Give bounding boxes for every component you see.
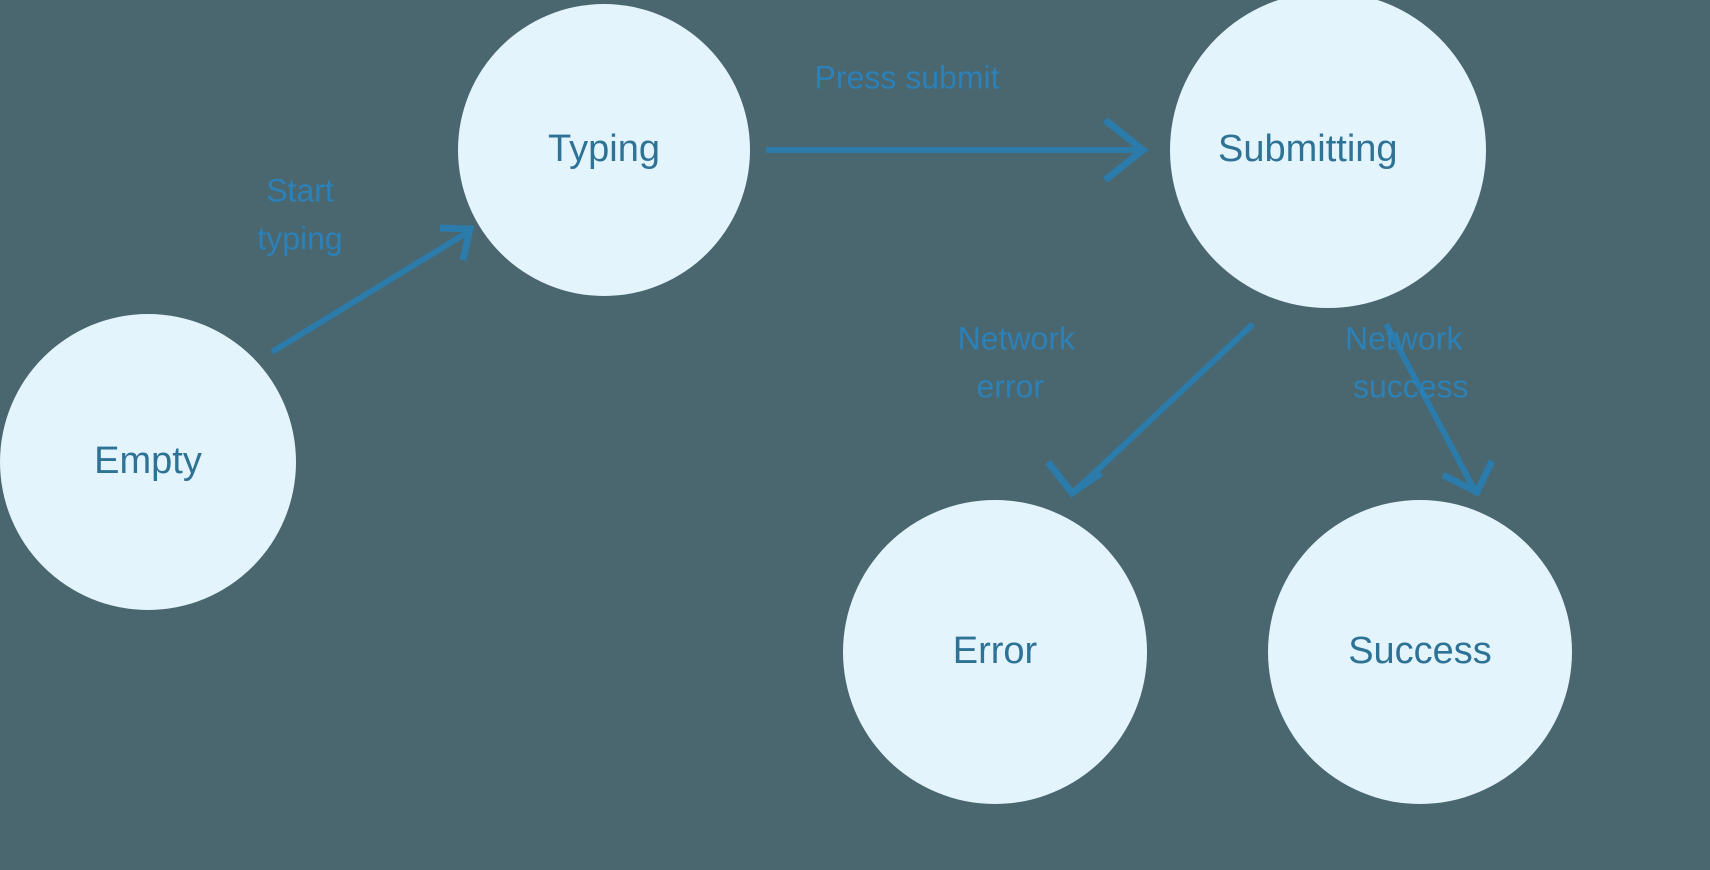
edge-label-network-success-line2: success	[1353, 368, 1469, 404]
node-error-circle[interactable]	[843, 500, 1147, 804]
node-success-label: Success	[1348, 630, 1492, 672]
node-empty-circle[interactable]	[0, 314, 296, 610]
edge-submitting-to-error	[1045, 321, 1256, 498]
arrowhead-submitting-to-success	[1441, 459, 1496, 497]
edge-empty-to-typing	[270, 224, 475, 355]
edge-line-submitting-to-error	[1073, 321, 1256, 493]
node-typing[interactable]: Typing	[458, 4, 750, 296]
edge-label-submitting-to-success: Network success	[1345, 320, 1469, 404]
edge-label-press-submit: Press submit	[815, 59, 1000, 95]
edge-label-submitting-to-error: Network error	[958, 320, 1076, 404]
node-success[interactable]: Success	[1268, 500, 1572, 804]
edge-label-empty-to-typing: Start typing	[257, 172, 342, 256]
node-error[interactable]: Error	[843, 500, 1147, 804]
edge-label-start-typing-line2: typing	[257, 220, 342, 256]
edge-submitting-to-success	[1383, 322, 1496, 497]
edge-typing-to-submitting	[766, 117, 1149, 183]
edge-line-empty-to-typing	[270, 229, 470, 355]
node-empty-label: Empty	[94, 440, 202, 482]
arrowhead-empty-to-typing	[439, 224, 475, 261]
node-empty[interactable]: Empty	[0, 314, 296, 610]
node-success-circle[interactable]	[1268, 500, 1572, 804]
edge-label-network-error-line2: error	[976, 368, 1044, 404]
node-error-label: Error	[953, 630, 1038, 672]
node-typing-label: Typing	[548, 128, 660, 170]
edge-label-network-success-line1: Network	[1345, 320, 1463, 356]
node-typing-circle[interactable]	[458, 4, 750, 296]
edge-label-start-typing-line1: Start	[266, 172, 334, 208]
edge-label-typing-to-submitting: Press submit	[815, 59, 1000, 95]
node-submitting-circle[interactable]	[1170, 0, 1486, 308]
edge-line-submitting-to-success	[1383, 322, 1477, 491]
node-submitting-label: Submitting	[1218, 128, 1398, 170]
arrowhead-typing-to-submitting	[1102, 117, 1149, 183]
arrowhead-submitting-to-error	[1045, 459, 1103, 498]
node-submitting[interactable]: Submitting	[1170, 0, 1486, 308]
edge-label-network-error-line1: Network	[958, 320, 1076, 356]
